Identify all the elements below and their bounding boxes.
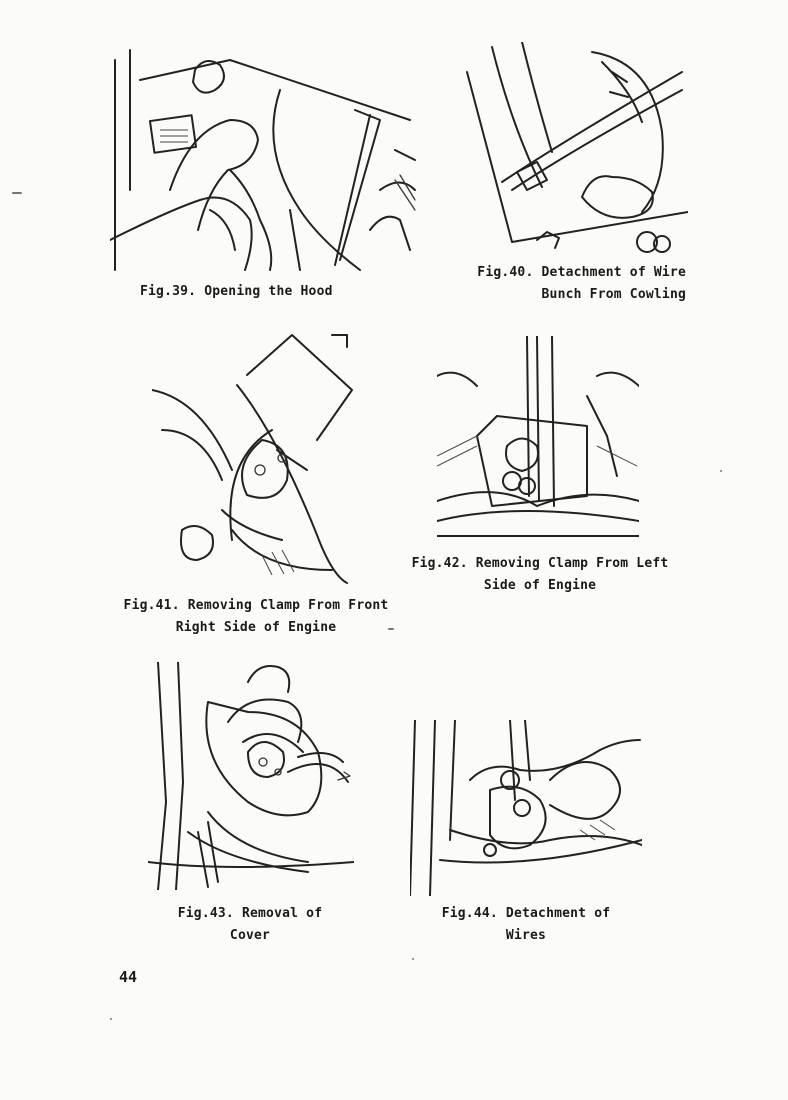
page-number: 44: [119, 968, 138, 986]
figure-42-illustration: [437, 336, 639, 548]
figure-39-caption: Fig.39. Opening the Hood: [140, 281, 333, 303]
scan-speck: [12, 192, 22, 194]
figure-43-illustration: [148, 662, 354, 890]
scan-speck: [720, 470, 722, 472]
figure-44-caption: Fig.44. Detachment of Wires: [424, 903, 628, 947]
scan-speck: [110, 1018, 112, 1020]
scan-speck: [388, 628, 394, 630]
caption-line: Side of Engine: [483, 578, 597, 593]
figure-40-caption: Fig.40. Detachment of Wire Bunch From Co…: [455, 262, 686, 306]
caption-line: Bunch From Cowling: [541, 287, 686, 302]
figure-41-illustration: [152, 330, 354, 584]
caption-line: Fig.40. Detachment of Wire: [477, 265, 686, 280]
caption-line: Fig.39. Opening the Hood: [140, 284, 333, 299]
caption-line: Fig.43. Removal of: [177, 906, 323, 921]
caption-line: Wires: [505, 928, 547, 943]
caption-line: Right Side of Engine: [175, 620, 337, 635]
caption-line: Fig.44. Detachment of: [441, 906, 611, 921]
figure-41-caption: Fig.41. Removing Clamp From Front Right …: [110, 595, 402, 639]
figure-44-illustration: [410, 720, 642, 896]
scan-speck: [412, 958, 414, 960]
caption-line: Fig.41. Removing Clamp From Front: [123, 598, 389, 613]
figure-42-caption: Fig.42. Removing Clamp From Left Side of…: [396, 553, 684, 597]
figure-39-illustration: [110, 40, 425, 272]
caption-line: Cover: [229, 928, 271, 943]
figure-40-illustration: [462, 42, 688, 254]
caption-line: Fig.42. Removing Clamp From Left: [411, 556, 669, 571]
figure-43-caption: Fig.43. Removal of Cover: [150, 903, 350, 947]
